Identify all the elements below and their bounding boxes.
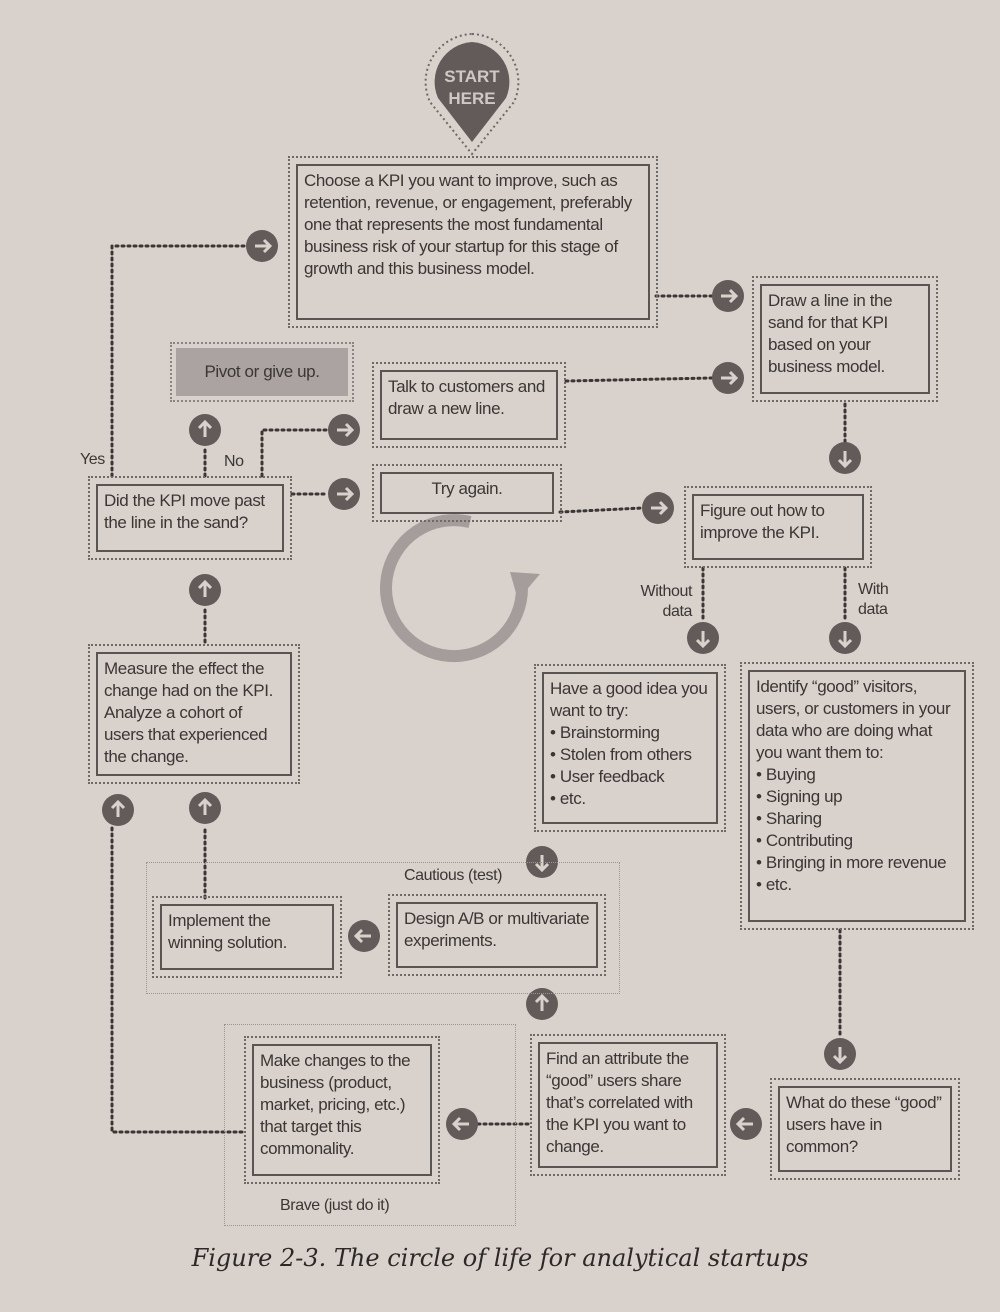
measure-box: Measure the effect the change had on the… xyxy=(88,644,300,784)
cautious-label: Cautious (test) xyxy=(404,867,503,884)
cycle-arrow-icon xyxy=(380,514,540,663)
talk-customers-box: Talk to customers and draw a new line. xyxy=(372,362,566,448)
arrow-up-icon xyxy=(189,792,221,824)
choose-kpi-box: Choose a KPI you want to improve, such a… xyxy=(288,156,658,328)
arrow-up-icon xyxy=(189,414,221,446)
with-data-label: With data xyxy=(858,581,889,618)
kpi-moved-box: Did the KPI move past the line in the sa… xyxy=(88,476,292,560)
implement-box: Implement the winning solution. xyxy=(152,896,342,978)
common-box: What do these “good” users have in commo… xyxy=(770,1078,960,1180)
draw-line-box: Draw a line in the sand for that KPI bas… xyxy=(752,276,938,402)
arrow-right-icon xyxy=(246,230,278,262)
arrow-down-icon xyxy=(687,622,719,654)
arrow-up-icon xyxy=(526,988,558,1020)
try-again-box: Try again. xyxy=(372,464,562,522)
make-changes-box: Make changes to the business (product, m… xyxy=(244,1036,440,1184)
figure-caption: Figure 2-3. The circle of life for analy… xyxy=(191,1244,809,1272)
arrow-up-icon xyxy=(189,574,221,606)
good-idea-box: Have a good idea you want to try: • Brai… xyxy=(534,664,726,832)
no-label: No xyxy=(224,453,244,470)
brave-label: Brave (just do it) xyxy=(280,1197,390,1214)
identify-box: Identify “good” visitors, users, or cust… xyxy=(740,662,974,930)
arrow-up-icon xyxy=(102,794,134,826)
find-attribute-box: Find an attribute the “good” users share… xyxy=(530,1034,726,1176)
brave-group xyxy=(224,1024,516,1226)
pivot-box: Pivot or give up. xyxy=(170,342,354,402)
design-ab-box: Design A/B or multivariate experiments. xyxy=(388,894,606,976)
arrow-right-icon xyxy=(328,414,360,446)
start-here-text: START HERE xyxy=(444,67,500,108)
arrow-down-icon xyxy=(829,442,861,474)
arrow-right-icon xyxy=(712,280,744,312)
arrow-right-icon xyxy=(328,478,360,510)
yes-label: Yes xyxy=(80,451,105,468)
without-data-label: Without data xyxy=(640,583,693,620)
arrow-left-icon xyxy=(348,920,380,952)
location-pin-icon xyxy=(424,32,520,156)
cautious-group xyxy=(146,862,620,994)
arrow-left-icon xyxy=(730,1108,762,1140)
arrow-right-icon xyxy=(712,362,744,394)
arrow-left-icon xyxy=(446,1108,478,1140)
arrow-down-icon xyxy=(829,622,861,654)
figure-out-box: Figure out how to improve the KPI. xyxy=(684,486,872,568)
arrow-down-icon xyxy=(824,1038,856,1070)
start-here-marker: START HERE xyxy=(420,30,524,158)
arrow-right-icon xyxy=(642,492,674,524)
